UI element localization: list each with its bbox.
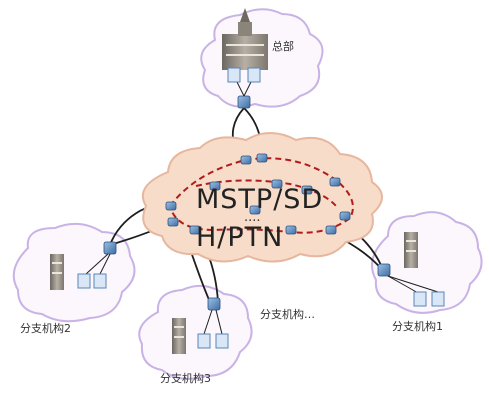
- router-icon: [165, 201, 177, 211]
- server-icon: [413, 291, 445, 307]
- core-cloud: [141, 132, 383, 263]
- switch-icon: [237, 95, 251, 109]
- server-icon: [197, 333, 229, 349]
- router-icon: [271, 179, 283, 189]
- hq-devices: [222, 8, 268, 109]
- core-network-label-line2: H/PTN: [196, 222, 284, 253]
- hq-label: 总部: [272, 40, 294, 53]
- core-network-label-line1: MSTP/SD: [196, 184, 324, 215]
- switch-icon: [377, 263, 391, 277]
- router-icon: [189, 225, 201, 235]
- branch3-label: 分支机构3: [160, 372, 211, 385]
- router-icon: [285, 225, 297, 235]
- switch-icon: [103, 241, 117, 255]
- branch2-label: 分支机构2: [20, 322, 71, 335]
- router-icon: [325, 225, 337, 235]
- branch2-devices: [50, 241, 117, 290]
- router-icon: [240, 155, 252, 165]
- building-icon: [172, 318, 186, 354]
- server-icon: [77, 273, 107, 289]
- switch-icon: [207, 297, 221, 311]
- router-icon: [339, 211, 351, 221]
- router-icon: [256, 153, 268, 163]
- building-icon: [222, 8, 268, 70]
- branch3-cloud: [138, 284, 253, 380]
- branch1-devices: [377, 232, 445, 307]
- router-icon: [301, 185, 313, 195]
- branch1-label: 分支机构1: [392, 320, 443, 333]
- router-icon: [249, 205, 261, 215]
- branch3-devices: [172, 297, 229, 354]
- branch-more-label: 分支机构…: [260, 308, 315, 321]
- core-routers: [165, 153, 351, 235]
- server-icon: [227, 67, 261, 83]
- core-network-ellipsis: ....: [244, 210, 261, 225]
- router-icon: [209, 181, 221, 191]
- branch1-cloud: [371, 211, 483, 314]
- building-icon: [50, 254, 64, 290]
- router-icon: [167, 217, 179, 227]
- building-icon: [404, 232, 418, 268]
- router-icon: [329, 177, 341, 187]
- branch2-cloud: [12, 222, 136, 323]
